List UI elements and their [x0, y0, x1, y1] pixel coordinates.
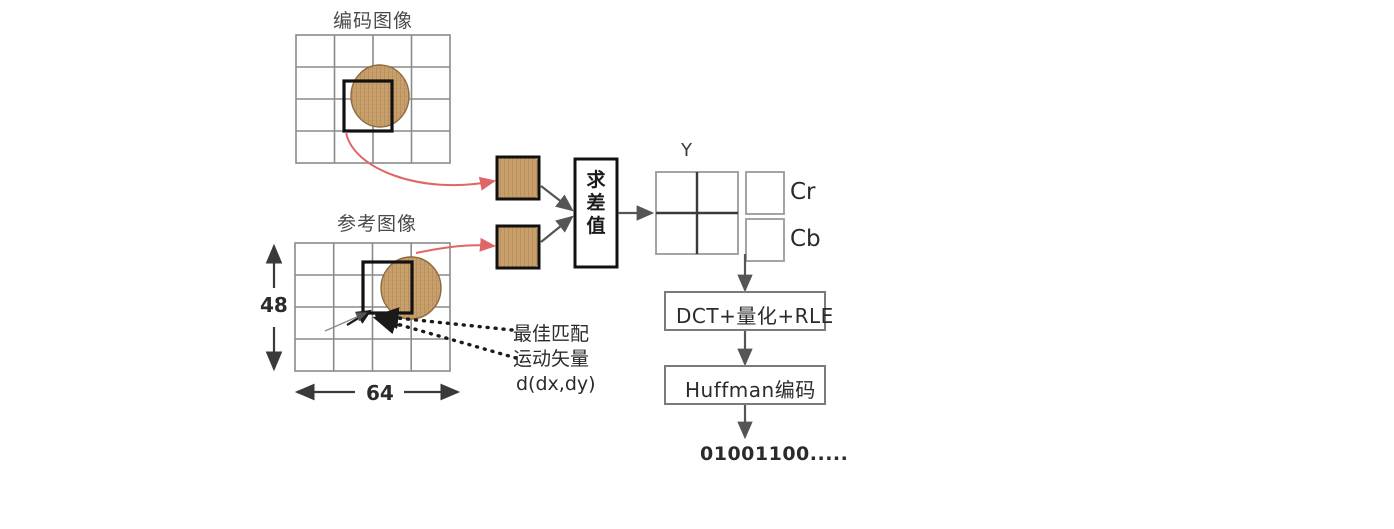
chroma-cb-label: Cb — [790, 226, 821, 252]
arrow-block2-to-diff — [540, 215, 574, 243]
dotted-arrow-motion-vector — [372, 313, 518, 360]
red-arrow-reference-to-block — [415, 237, 496, 254]
chroma-cr-block — [745, 171, 785, 215]
extracted-block-reference — [495, 224, 541, 270]
luma-block-label: Y — [681, 140, 692, 161]
luma-block — [655, 171, 739, 255]
red-arrow-current-to-block — [345, 131, 496, 191]
extracted-block-current — [495, 155, 541, 201]
annotation-motion-vector: 运动矢量 — [513, 348, 590, 370]
width-dimension-label: 64 — [366, 381, 394, 405]
difference-box — [573, 157, 619, 269]
dct-box-label: DCT+量化+RLE — [676, 304, 834, 328]
arrow-block1-to-diff — [540, 185, 574, 212]
chroma-cb-block — [745, 218, 785, 262]
difference-box-label: 求差值 — [586, 169, 606, 237]
annotation-best-match: 最佳匹配 — [513, 323, 590, 345]
chroma-cr-label: Cr — [790, 179, 816, 205]
bitstream-output-label: 01001100..... — [700, 443, 849, 465]
height-dimension-label: 48 — [260, 293, 288, 317]
current-frame-title: 编码图像 — [333, 10, 414, 32]
reference-frame-title: 参考图像 — [337, 213, 418, 235]
huffman-box-label: Huffman编码 — [685, 378, 816, 402]
object-current-frame — [350, 64, 410, 128]
annotation-vector-value: d(dx,dy) — [516, 373, 596, 395]
huffman-box — [664, 365, 826, 405]
dct-box — [664, 291, 826, 331]
dotted-arrow-best-match — [374, 307, 514, 332]
current-frame-grid — [295, 34, 451, 164]
macroblock-current — [342, 79, 394, 133]
